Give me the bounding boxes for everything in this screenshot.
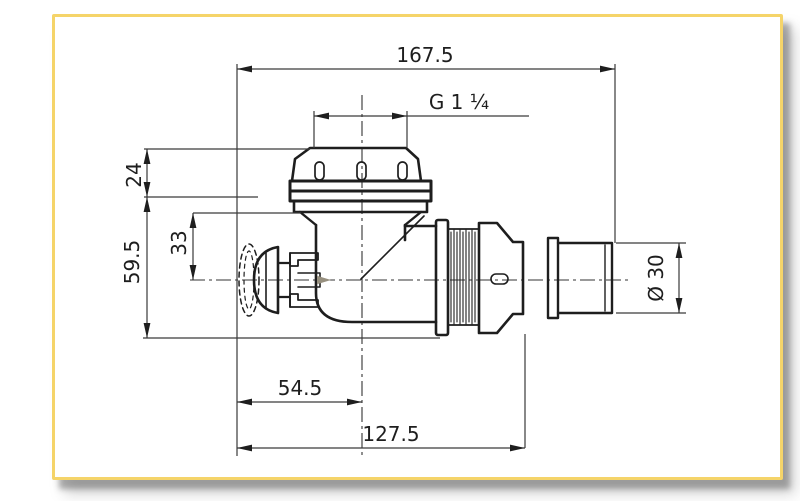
- pipe-spigot: [546, 236, 614, 320]
- spout-bracket-top: [289, 252, 319, 267]
- union-nut: [477, 221, 525, 335]
- dim-label-inlet-center-offset: 54.5: [278, 376, 323, 400]
- dim-label-body-length: 127.5: [362, 422, 419, 446]
- dimension-body-length: 127.5: [237, 334, 526, 452]
- dimension-inlet-center-offset: 54.5: [237, 376, 362, 406]
- dim-label-overall-length: 167.5: [396, 43, 453, 67]
- dim-label-body-height: 59.5: [120, 240, 144, 285]
- dimension-pipe-outer-diameter: Ø 30: [616, 242, 686, 314]
- thread-section: [447, 228, 480, 326]
- side-spout: [238, 243, 331, 317]
- cap-nut: [290, 146, 423, 183]
- dim-label-spout-center-depth: 33: [167, 230, 191, 255]
- dim-label-inlet-thread: G 1 ¼: [429, 90, 489, 114]
- dimension-inlet-thread: G 1 ¼: [313, 90, 529, 148]
- valve-body: [314, 215, 438, 324]
- elbow-chamfer-line: [360, 215, 425, 280]
- dimension-cap-height: 24: [122, 148, 310, 338]
- dimension-body-height: 59.5: [120, 197, 440, 339]
- dimension-spout-center-depth: 33: [167, 212, 301, 280]
- flow-arrow: [317, 275, 331, 285]
- drawing-card: [52, 14, 783, 480]
- dim-label-pipe-outer-diameter: Ø 30: [644, 254, 668, 302]
- dimension-overall-length: 167.5: [236, 43, 616, 456]
- spout-bracket-bottom: [289, 293, 319, 308]
- dim-label-cap-height: 24: [122, 162, 146, 187]
- spout-hidden-outline: [238, 243, 260, 317]
- outlet-flange: [434, 218, 450, 337]
- centerlines: [190, 95, 628, 456]
- nut-slot-mark: [490, 273, 509, 285]
- clamp-rings: [288, 179, 433, 227]
